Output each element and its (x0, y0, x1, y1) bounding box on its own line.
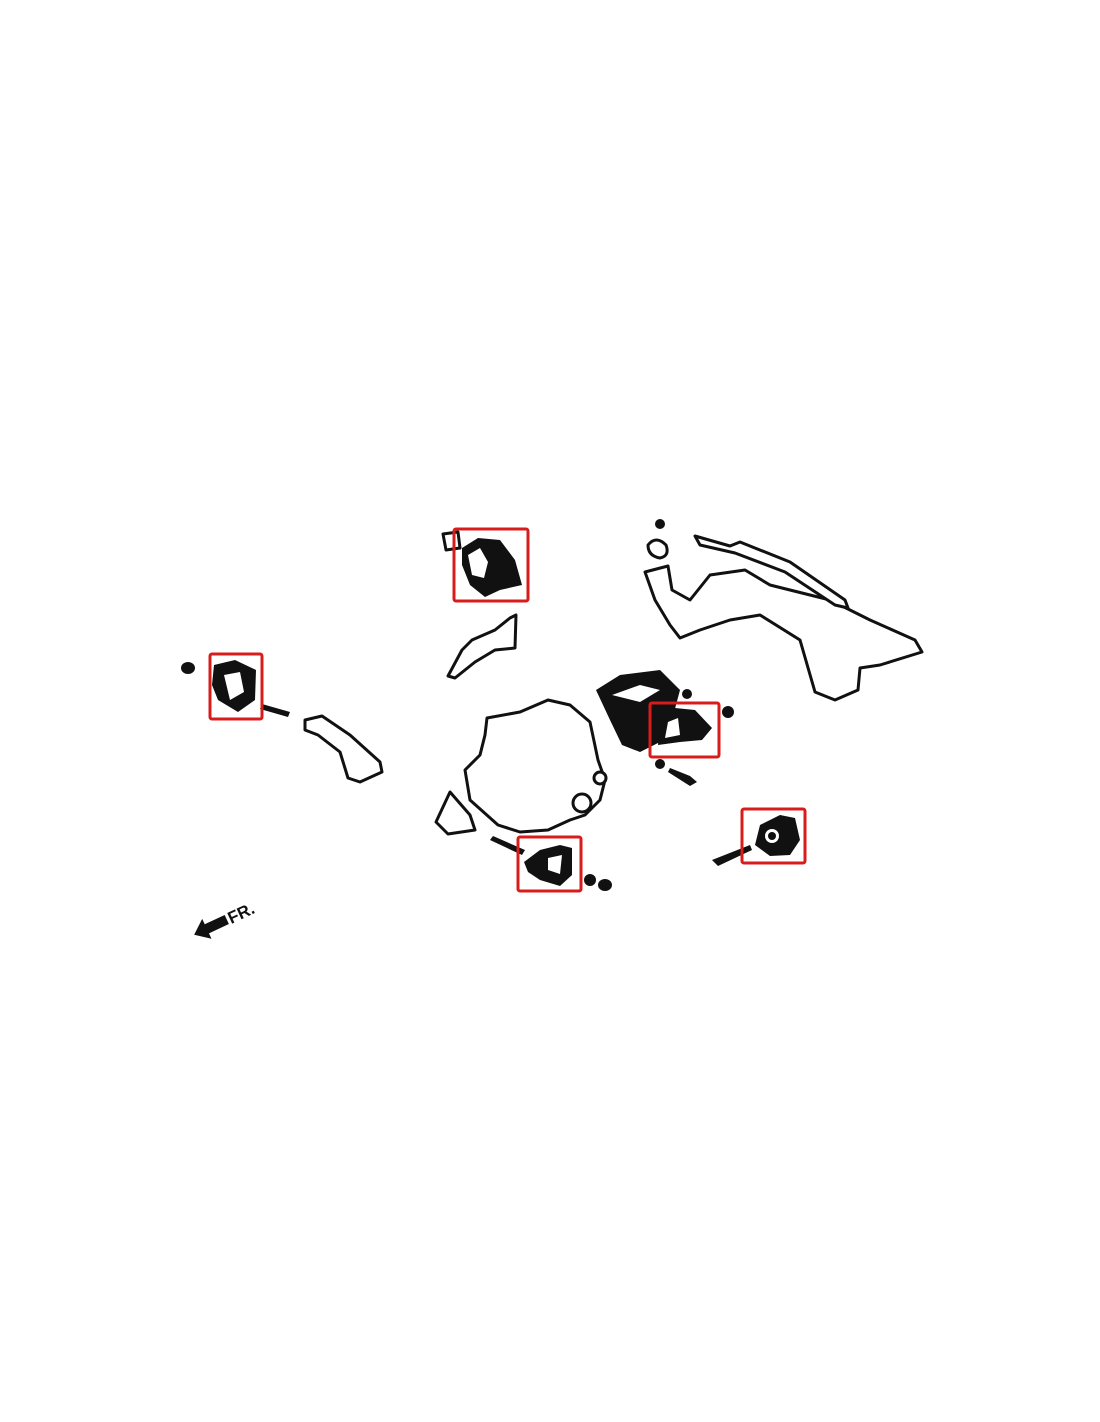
highlight-box-upper-right-mount (452, 527, 530, 603)
highlight-box-front-left-mount (208, 652, 264, 721)
engine-block (434, 698, 608, 836)
arrow-left-icon (194, 914, 229, 939)
transmission-bracket (596, 670, 734, 752)
highlight-box-rear-transmission-mount (648, 701, 721, 759)
upper-bracket (446, 613, 518, 680)
rear-transmission-mount (655, 708, 712, 786)
highlight-box-lower-front-mount (516, 835, 583, 893)
highlight-box-subframe-bushing (740, 807, 807, 865)
lower-arm (303, 714, 384, 784)
front-direction-indicator: FR. (194, 899, 258, 939)
front-label: FR. (225, 899, 258, 928)
subframe (643, 519, 924, 702)
lower-front-mount (490, 836, 612, 891)
subframe-bushing (712, 815, 800, 866)
front-left-mount (181, 660, 290, 717)
